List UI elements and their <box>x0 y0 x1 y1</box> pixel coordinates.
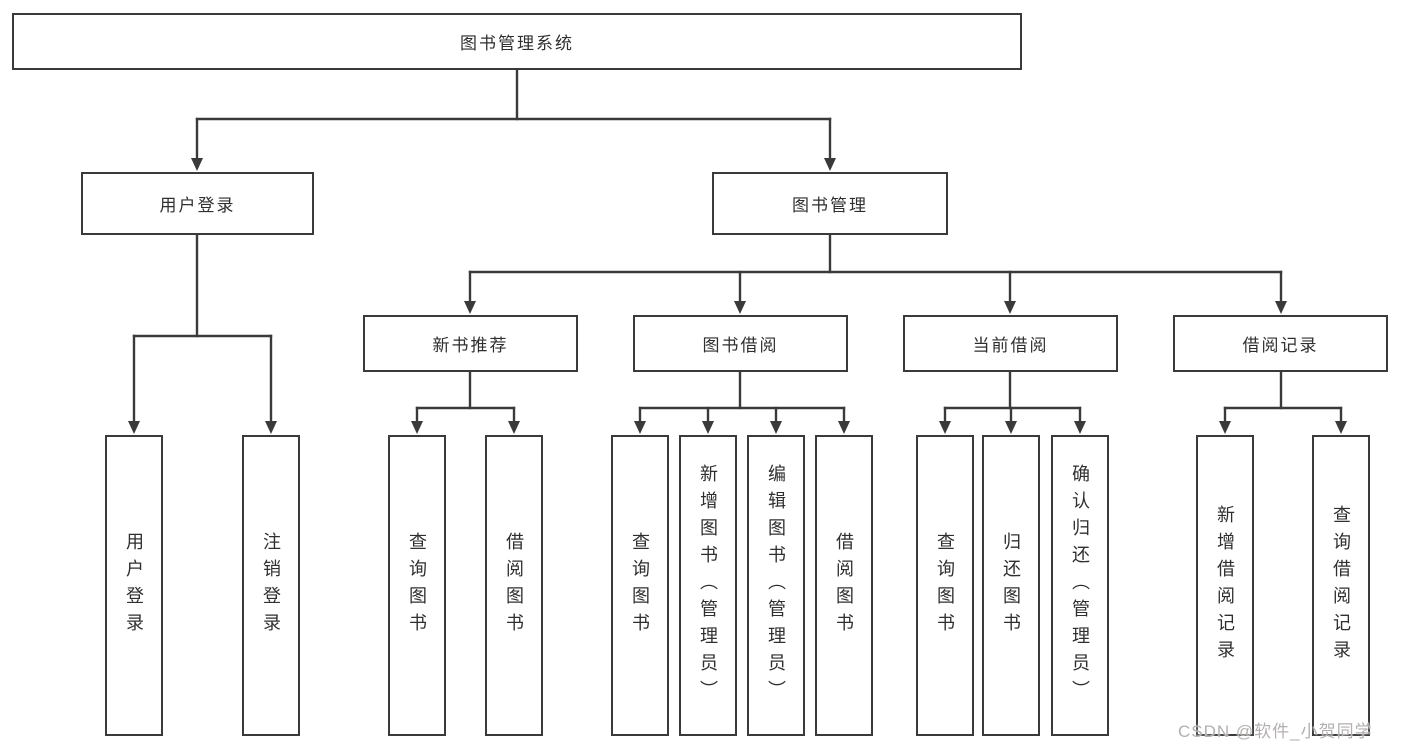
node-current-borrow: 当前借阅 <box>903 315 1118 372</box>
leaf-user-login-label: 用户登录 <box>124 531 144 640</box>
leaf-query-books-recommend-label: 查询图书 <box>407 531 427 640</box>
leaf-user-login: 用户登录 <box>105 435 163 736</box>
node-borrow-records: 借阅记录 <box>1173 315 1388 372</box>
node-root: 图书管理系统 <box>12 13 1022 70</box>
leaf-borrow-books-recommend-label: 借阅图书 <box>504 531 524 640</box>
leaf-query-books-current-label: 查询图书 <box>935 531 955 640</box>
node-new-book-recommend: 新书推荐 <box>363 315 578 372</box>
node-book-management: 图书管理 <box>712 172 948 235</box>
leaf-borrow-books-borrow-label: 借阅图书 <box>834 531 854 640</box>
node-book-management-label: 图书管理 <box>792 196 868 215</box>
node-borrow-records-label: 借阅记录 <box>1242 336 1319 355</box>
node-new-book-recommend-label: 新书推荐 <box>432 336 509 355</box>
leaf-borrow-books-borrow: 借阅图书 <box>815 435 873 736</box>
node-root-label: 图书管理系统 <box>460 34 574 53</box>
leaf-logout-label: 注销登录 <box>261 531 281 640</box>
node-current-borrow-label: 当前借阅 <box>972 336 1049 355</box>
leaf-logout: 注销登录 <box>242 435 300 736</box>
leaf-confirm-return-admin-label: 确认归还（管理员） <box>1070 464 1090 707</box>
leaf-edit-book-admin-label: 编辑图书（管理员） <box>766 464 786 707</box>
leaf-add-book-admin: 新增图书（管理员） <box>679 435 737 736</box>
leaf-add-book-admin-label: 新增图书（管理员） <box>698 464 718 707</box>
csdn-watermark: CSDN @软件_小贺同学 <box>1178 722 1373 741</box>
leaf-edit-book-admin: 编辑图书（管理员） <box>747 435 805 736</box>
leaf-query-books-current: 查询图书 <box>916 435 974 736</box>
node-user-login-label: 用户登录 <box>159 196 236 215</box>
leaf-add-borrow-record-label: 新增借阅记录 <box>1215 504 1235 667</box>
leaf-query-borrow-record-label: 查询借阅记录 <box>1331 504 1351 667</box>
leaf-query-books-recommend: 查询图书 <box>388 435 446 736</box>
leaf-query-books-borrow: 查询图书 <box>611 435 669 736</box>
leaf-query-books-borrow-label: 查询图书 <box>630 531 650 640</box>
node-book-borrow-label: 图书借阅 <box>702 336 779 355</box>
leaf-confirm-return-admin: 确认归还（管理员） <box>1051 435 1109 736</box>
node-book-borrow: 图书借阅 <box>633 315 848 372</box>
node-user-login: 用户登录 <box>81 172 314 235</box>
leaf-query-borrow-record: 查询借阅记录 <box>1312 435 1370 736</box>
leaf-borrow-books-recommend: 借阅图书 <box>485 435 543 736</box>
leaf-add-borrow-record: 新增借阅记录 <box>1196 435 1254 736</box>
leaf-return-book-label: 归还图书 <box>1001 531 1021 640</box>
leaf-return-book: 归还图书 <box>982 435 1040 736</box>
